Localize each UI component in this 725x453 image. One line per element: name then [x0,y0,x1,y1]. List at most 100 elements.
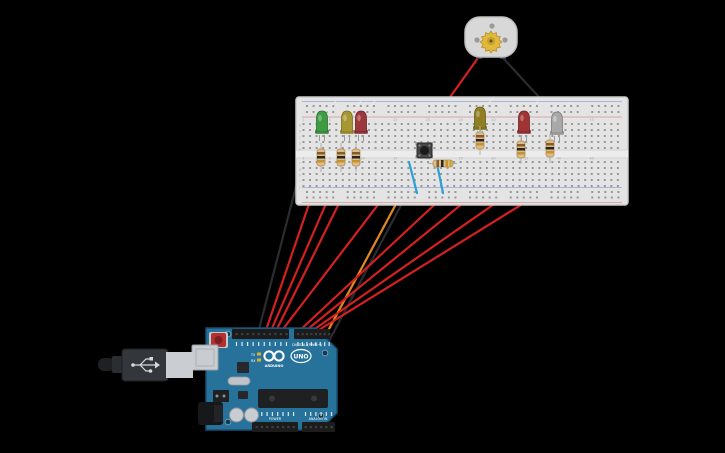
breadboard-hole [564,179,567,181]
breadboard-hole [302,161,305,163]
atmega-chip [258,389,328,408]
breadboard-hole [485,167,488,169]
breadboard-hole [571,179,574,181]
breadboard-hole [505,179,508,181]
breadboard-hole [518,173,521,175]
breadboard-rail-hole [535,191,538,193]
breadboard-rail-hole [387,191,390,193]
breadboard-hole [433,141,436,143]
breadboard-hole [472,141,475,143]
breadboard-hole [413,135,416,137]
resistors-layer [316,126,555,172]
breadboard-hole [335,161,338,163]
breadboard-hole [361,147,364,149]
breadboard-rail-hole [454,105,457,107]
breadboard-hole [322,173,325,175]
arduino-uno[interactable]: DIGITAL (PWM~) ARDUINO UNO TX RX POWER A… [191,327,338,432]
resistor-1[interactable] [316,143,326,172]
pin-label-mark [258,342,260,346]
led-body [474,106,486,129]
resistor-5[interactable] [516,135,526,164]
power-header[interactable] [252,422,298,432]
resistor-3[interactable] [351,143,361,172]
breadboard-rail-hole [516,196,519,199]
pin-label-mark [266,412,268,416]
rx-label: RX [251,359,256,363]
breadboard-hole [453,173,456,175]
breadboard-rail-hole [400,196,403,199]
tx-led [257,352,261,356]
led-white[interactable] [550,101,572,142]
resistor-band [517,148,525,151]
breadboard-rail-hole [591,191,594,193]
breadboard-hole [590,141,593,143]
breadboard-column-label: 35 [524,157,528,161]
breadboard-hole [335,147,338,149]
wire-blue-1[interactable] [407,160,419,195]
breadboard-hole [315,141,318,143]
led-lead-wire [324,100,337,114]
header-pin [305,333,309,336]
digital-header-left[interactable] [232,329,289,339]
breadboard-hole [361,173,364,175]
breadboard-hole [538,141,541,143]
usb-cable[interactable] [98,348,193,382]
breadboard-row-label: d [299,142,301,146]
breadboard-rail-hole [400,111,403,113]
breadboard-hole [394,167,397,169]
breadboard-rail-hole [346,191,349,193]
breadboard-hole [407,141,410,143]
button-pin-dot [418,154,421,157]
breadboard-hole [426,135,429,137]
breadboard-rail-hole [591,111,594,113]
breadboard[interactable]: 115510101515202025253030353540404545abcd… [295,96,629,206]
breadboard-hole [518,167,521,169]
breadboard-hole [302,185,305,187]
breadboard-hole [394,123,397,125]
breadboard-hole [433,129,436,131]
breadboard-hole [512,135,515,137]
pin-label-mark [315,412,317,416]
led-highlight [520,114,524,122]
reset-button-cap[interactable] [214,336,223,344]
resistor-2[interactable] [336,143,346,172]
resistor-6[interactable] [545,134,555,163]
breadboard-rail-hole [557,105,560,107]
breadboard-hole [453,123,456,125]
led-green[interactable] [315,100,337,141]
breadboard-rail-hole [495,105,498,107]
breadboard-rail-hole [434,105,437,107]
breadboard-column-label: 5 [329,157,331,161]
resistor-4[interactable] [475,126,485,155]
led-red-2[interactable] [517,100,539,141]
breadboard-hole [400,141,403,143]
breadboard-hole [315,135,318,137]
breadboard-hole [499,147,501,149]
breadboard-hole [616,167,619,169]
breadboard-hole [544,129,547,131]
breadboard-hole [525,185,528,187]
pushbutton[interactable] [415,142,434,159]
wire-blue-2[interactable] [435,162,445,195]
breadboard-hole [557,135,560,137]
breadboard-hole [322,167,325,169]
analog-header[interactable] [302,422,335,432]
breadboard-hole [322,141,325,143]
led-red[interactable] [354,100,376,141]
resistor-horizontal[interactable] [428,159,457,168]
pin-label-mark [310,412,312,416]
breadboard-rail-hole [469,191,471,193]
pin-label-mark [306,342,308,346]
breadboard-hole [446,167,449,169]
breadboard-hole [551,179,554,181]
dc-motor[interactable] [464,16,518,59]
resistor-band [436,160,439,167]
header-pin [330,426,333,429]
breadboard-hole [505,141,508,143]
breadboard-rail-hole [535,196,538,199]
breadboard-hole [538,179,541,181]
breadboard-hole [479,167,482,169]
breadboard-hole [440,173,443,175]
led-yellow[interactable] [340,100,362,141]
breadboard-hole [413,129,416,131]
